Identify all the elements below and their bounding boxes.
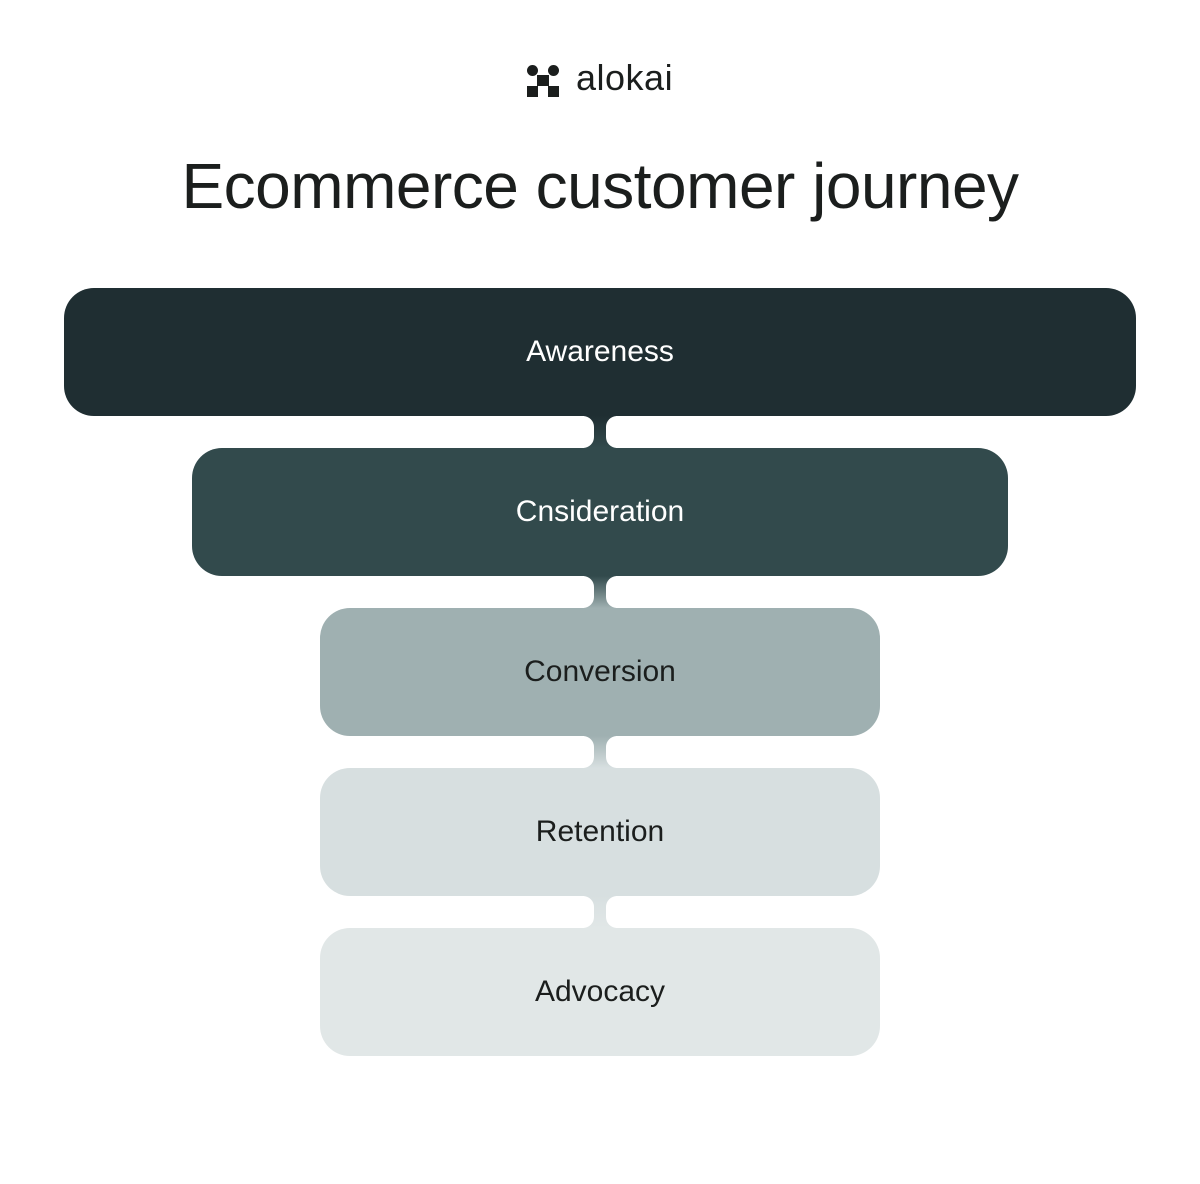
- stage-consideration: Cnsideration: [192, 448, 1008, 576]
- stage-label: Conversion: [524, 655, 676, 688]
- stage-label: Retention: [535, 815, 665, 848]
- stage-label: Cnsideration: [515, 495, 685, 528]
- alokai-logo-icon: [526, 63, 560, 97]
- stage-label: Advocacy: [534, 975, 666, 1008]
- connector: [572, 416, 628, 448]
- connector: [572, 576, 628, 608]
- connector: [572, 736, 628, 768]
- brand-header: alokai: [526, 57, 674, 98]
- stage-label: Awareness: [526, 335, 674, 368]
- stage-conversion: Conversion: [320, 608, 880, 736]
- stage-awareness: Awareness: [64, 288, 1136, 416]
- connector: [572, 896, 628, 928]
- stage-advocacy: Advocacy: [320, 928, 880, 1056]
- brand-name: alokai: [576, 57, 674, 98]
- page-title: Ecommerce customer journey: [181, 150, 1019, 222]
- stage-retention: Retention: [320, 768, 880, 896]
